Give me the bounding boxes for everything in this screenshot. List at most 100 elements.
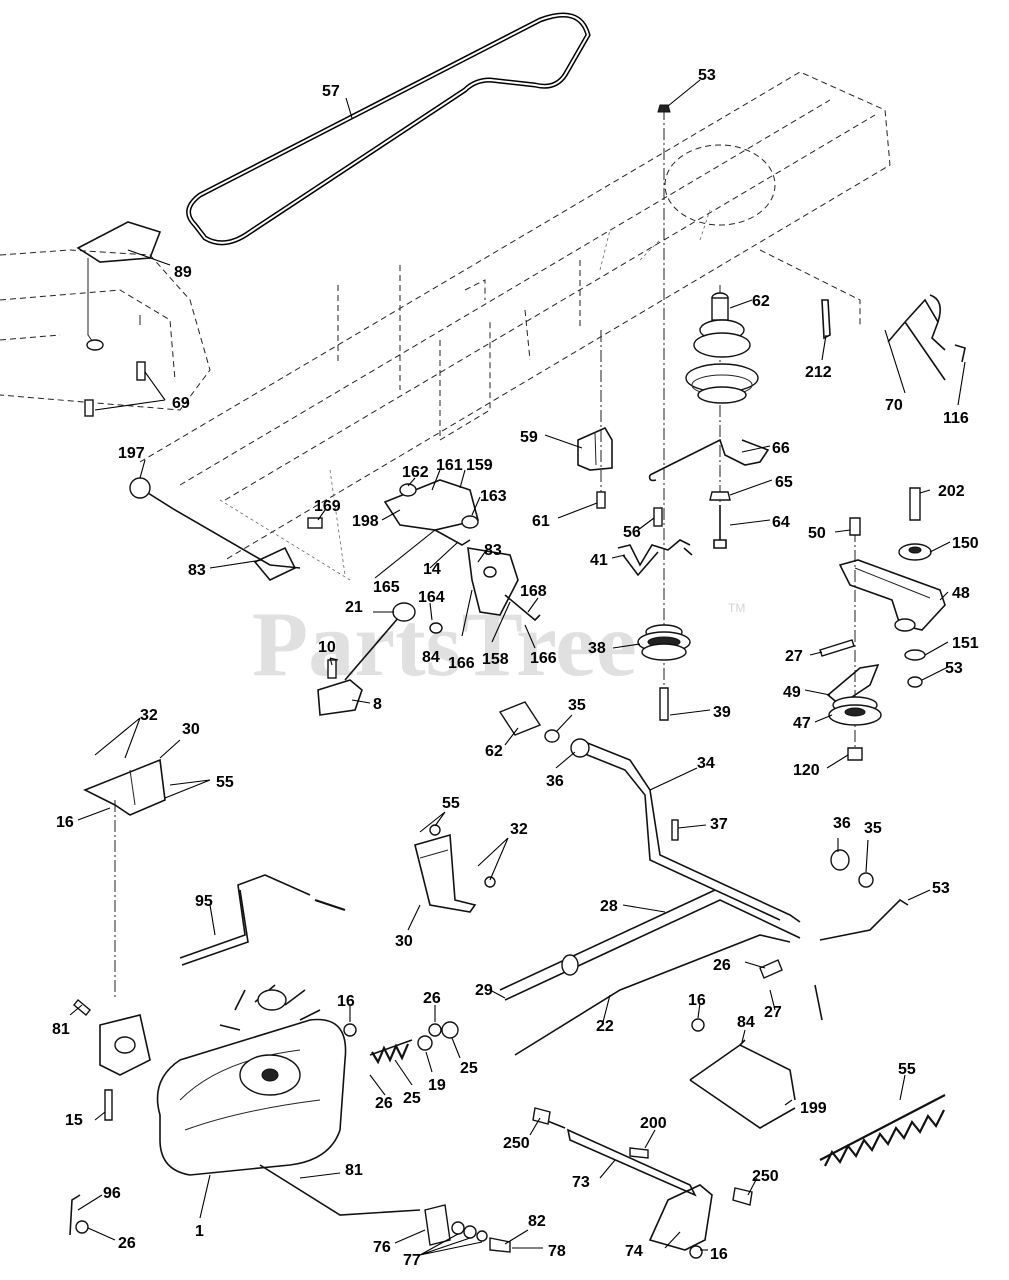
bracket-89 (76, 221, 162, 351)
callout-71: 73 (572, 1174, 590, 1191)
leader-lines (69, 79, 966, 1256)
bolt-56 (653, 507, 663, 527)
callout-84: 84 (737, 1014, 755, 1031)
lever-8 (317, 609, 406, 716)
callout-26-lower: 26 (118, 1235, 136, 1252)
pulley-38 (637, 624, 691, 661)
pin-27-lower (814, 984, 823, 1021)
callout-212: 212 (805, 364, 832, 381)
callout-16: 16 (56, 814, 74, 831)
bolt-39 (659, 687, 669, 721)
callout-53: 53 (932, 880, 950, 897)
bolt-77 (73, 999, 91, 1016)
nut-120 (847, 747, 863, 761)
shift-bracket-assembly (383, 479, 541, 622)
callout-30-center: 30 (395, 933, 413, 950)
callout-78: 82 (528, 1213, 546, 1230)
callout-52: 55 (216, 774, 234, 791)
callout-32-center: 32 (510, 821, 528, 838)
callout-83: 83 (484, 542, 502, 559)
bushing-36-right (830, 849, 850, 871)
callout-166: 166 (530, 650, 557, 667)
callout-51-right: 53 (945, 660, 963, 677)
callout-75: 77 (403, 1252, 421, 1269)
callout-21: 21 (345, 599, 363, 616)
rod-28 (499, 889, 801, 1001)
callout-26-spring: 26 (375, 1095, 393, 1112)
callout-1: 1 (195, 1223, 204, 1240)
callout-197: 197 (118, 445, 145, 462)
callout-169: 169 (314, 498, 341, 515)
frame (139, 71, 891, 581)
callout-77-lower: 81 (345, 1162, 363, 1179)
bolt-169 (307, 517, 323, 529)
callout-51: 53 (698, 67, 716, 84)
washer-19 (417, 1035, 433, 1051)
pin-37 (671, 819, 679, 841)
callout-96: 96 (103, 1185, 121, 1202)
washer-151 (904, 649, 926, 661)
washer-24 (441, 1021, 459, 1039)
watermark: PartsTree (252, 593, 637, 695)
callout-150: 150 (952, 535, 979, 552)
callout-39: 39 (713, 704, 731, 721)
callout-250: 250 (503, 1135, 530, 1152)
callout-26: 26 (713, 957, 731, 974)
callout-48: 48 (952, 585, 970, 602)
callout-8: 8 (373, 696, 382, 713)
callout-199: 199 (800, 1100, 827, 1117)
bolt-50 (849, 517, 861, 536)
nut-82 (429, 622, 443, 634)
callout-89: 89 (174, 264, 192, 281)
callout-198: 198 (352, 513, 379, 530)
callout-36-right: 36 (833, 815, 851, 832)
callout-labels: 57 89 69 53 62 212 70 116 59 66 65 61 64… (52, 67, 979, 1269)
bolt-27 (819, 639, 855, 657)
callout-62: 62 (485, 743, 503, 760)
bolt-200 (629, 1147, 649, 1159)
clip-27 (759, 959, 783, 979)
washer-65 (709, 491, 731, 501)
callout-10: 10 (318, 639, 336, 656)
callout-19: 19 (428, 1077, 446, 1094)
bolt-10 (327, 659, 337, 679)
link-84 (689, 1039, 796, 1129)
callout-250-right: 250 (752, 1168, 779, 1185)
rod-96 (69, 1194, 81, 1236)
bolt-202 (909, 487, 921, 521)
callout-37: 37 (710, 816, 728, 833)
callout-30: 30 (182, 721, 200, 738)
rod-70 (887, 294, 946, 381)
lever-53 (819, 898, 909, 941)
shift-rod-95 (179, 874, 346, 966)
bolt-32 (484, 876, 496, 888)
callout-200: 200 (640, 1115, 667, 1132)
callout-64: 64 (772, 514, 790, 531)
callout-49: 49 (783, 684, 801, 701)
drive-belt (186, 12, 591, 246)
bolt-69 (84, 361, 146, 417)
pedal-71 (544, 1119, 697, 1197)
callout-70: 70 (885, 397, 903, 414)
callout-162: 163 (480, 488, 507, 505)
callout-76: 78 (548, 1243, 566, 1260)
callout-35-right: 35 (864, 820, 882, 837)
callout-56: 56 (623, 524, 641, 541)
bracket-48 (838, 559, 946, 632)
rod-22 (514, 934, 791, 1056)
washer-26-lower (75, 1220, 89, 1234)
callout-35: 35 (568, 697, 586, 714)
callout-36: 36 (546, 773, 564, 790)
callout-41: 41 (590, 552, 608, 569)
callout-95: 95 (195, 893, 213, 910)
callout-25: 25 (403, 1090, 421, 1107)
clip-116 (954, 344, 966, 363)
nut-16-lower (689, 1245, 703, 1259)
bracket-30 (414, 833, 477, 913)
callout-61: 61 (532, 513, 550, 530)
pulley-47 (828, 696, 882, 726)
callout-81: 83 (188, 562, 206, 579)
callout-69: 69 (172, 395, 190, 412)
